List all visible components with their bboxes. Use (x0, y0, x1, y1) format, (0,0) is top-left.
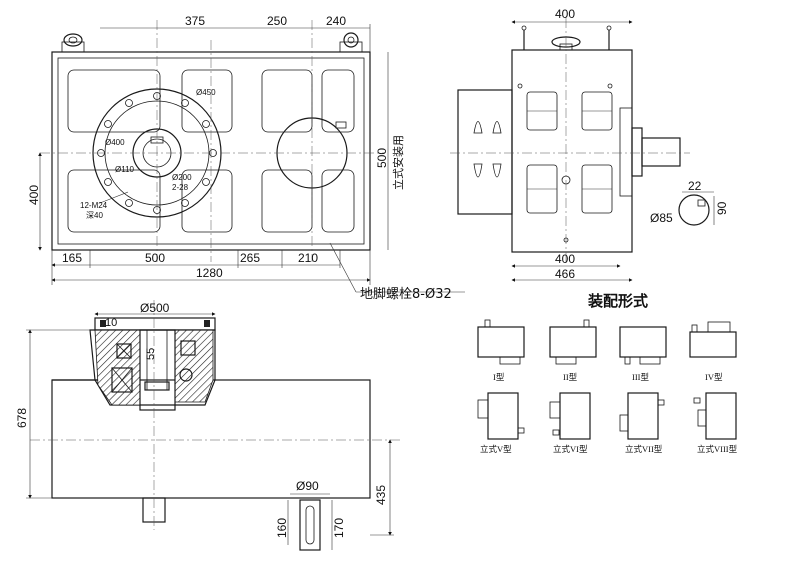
assembly-label-2: II型 (563, 372, 578, 382)
dim-front-435: 435 (374, 485, 388, 505)
dim-side-bottom-1: 400 (555, 252, 575, 266)
label-d110: Ø110 (115, 165, 135, 174)
dim-500: 500 (145, 251, 165, 265)
dim-375: 375 (185, 14, 205, 28)
assembly-type-5: 立式V型 (477, 392, 525, 454)
assembly-type-4: IV型 (689, 321, 737, 382)
assembly-label-6: 立式VI型 (553, 444, 588, 454)
label-depth: 深40 (86, 211, 103, 220)
dim-front-55: 55 (145, 348, 157, 360)
anchor-bolt-note: 地脚螺栓8-Ø32 (360, 286, 452, 302)
output-shaft-detail: Ø90 160 170 (275, 479, 346, 551)
dim-500-right: 500 (375, 148, 389, 168)
dim-shaft-170: 170 (332, 518, 346, 538)
assembly-label-8: 立式VIII型 (697, 444, 738, 454)
top-view: 375 250 240 165 500 265 210 1280 400 500… (27, 14, 465, 302)
assembly-type-7: 立式VII型 (619, 392, 665, 454)
front-view: Ø500 10 55 678 435 Ø90 160 170 (15, 300, 400, 551)
assembly-type-8: 立式VIII型 (693, 392, 738, 454)
dim-1280: 1280 (196, 266, 223, 280)
shaft-section: 22 90 Ø85 (650, 179, 729, 226)
dim-side-bottom-2: 466 (555, 267, 575, 281)
assembly-type-2: II型 (549, 319, 597, 382)
assembly-title: 装配形式 (587, 292, 648, 310)
dim-shaft-160: 160 (275, 518, 289, 538)
assembly-label-4: IV型 (705, 372, 723, 382)
label-d200: Ø200 (172, 173, 192, 182)
assembly-label-7: 立式VII型 (625, 444, 663, 454)
dim-side-top: 400 (555, 7, 575, 21)
assembly-types: 装配形式 I型 II型 III型 IV型 (477, 292, 738, 454)
assembly-label-5: 立式V型 (480, 444, 512, 454)
dim-210: 210 (298, 251, 318, 265)
label-thread: 12-M24 (80, 201, 108, 210)
dim-165: 165 (62, 251, 82, 265)
dim-key-width: 22 (688, 179, 702, 193)
dim-250: 250 (267, 14, 287, 28)
dim-400-left: 400 (27, 185, 41, 205)
dim-front-678: 678 (15, 408, 29, 428)
dim-shaft-d85: Ø85 (650, 211, 673, 225)
dim-shaft-d90: Ø90 (296, 479, 319, 493)
dim-240: 240 (326, 14, 346, 28)
dim-front-10: 10 (105, 317, 117, 329)
dim-265: 265 (240, 251, 260, 265)
dim-front-d500: Ø500 (140, 301, 170, 315)
lifting-eye-left (61, 33, 85, 53)
vertical-mount-note: 立式安装用 (391, 135, 405, 190)
label-d450: Ø450 (196, 88, 216, 97)
lifting-eye-right (339, 32, 363, 53)
assembly-label-1: I型 (493, 372, 505, 382)
dim-key-height: 90 (715, 201, 729, 215)
side-view: 400 400 466 22 90 Ø85 (450, 7, 729, 282)
assembly-type-3: III型 (619, 326, 667, 382)
assembly-type-6: 立式VI型 (549, 392, 591, 454)
label-d400: Ø400 (105, 138, 125, 147)
assembly-type-1: I型 (477, 319, 525, 382)
label-2-28: 2-28 (172, 183, 189, 192)
assembly-label-3: III型 (632, 372, 649, 382)
